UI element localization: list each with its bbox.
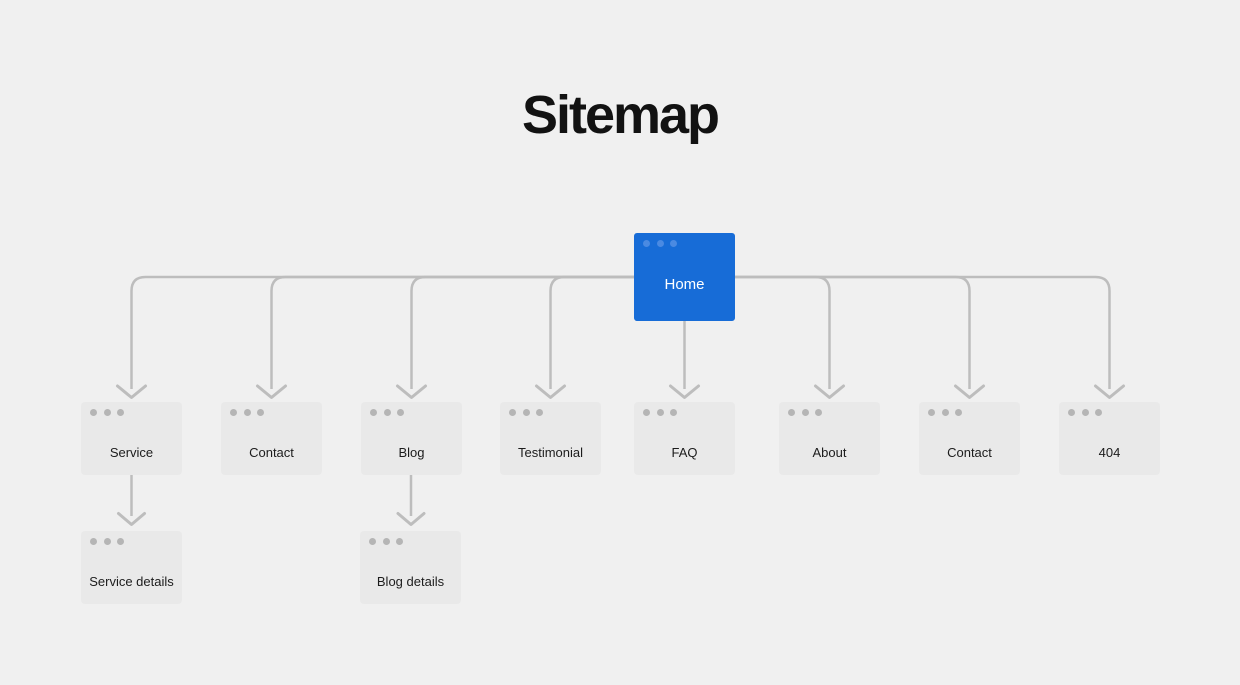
arrowhead-testimonial (535, 384, 566, 399)
node-label: 404 (1098, 445, 1121, 460)
arrowhead-blog-details (396, 512, 426, 526)
arrowhead-service (116, 384, 147, 399)
node-about[interactable]: About (779, 402, 880, 475)
connector-home-about (735, 275, 831, 389)
window-dots-icon (928, 409, 962, 416)
node-label: FAQ (671, 445, 698, 460)
connector-home-contact2 (735, 275, 971, 389)
node-faq[interactable]: FAQ (634, 402, 735, 475)
arrowhead-service-details (117, 512, 146, 526)
node-label: Home (664, 276, 705, 293)
page-title: Sitemap (521, 85, 720, 145)
node-contact[interactable]: Contact (221, 402, 322, 475)
node-label: Service details (89, 574, 174, 589)
node-contact-2[interactable]: Contact (919, 402, 1020, 475)
window-dots-icon (1068, 409, 1102, 416)
node-service-details[interactable]: Service details (81, 531, 182, 604)
arrowhead-blog (396, 384, 427, 399)
arrowhead-contact (256, 384, 287, 399)
window-dots-icon (509, 409, 543, 416)
node-home[interactable]: Home (634, 233, 735, 321)
connector-home-404 (735, 275, 1111, 389)
node-label: Contact (947, 445, 992, 460)
window-dots-icon (90, 538, 124, 545)
node-label: Testimonial (517, 445, 584, 460)
window-dots-icon (369, 538, 403, 545)
window-dots-icon (788, 409, 822, 416)
window-dots-icon (643, 240, 677, 247)
node-label: Contact (249, 445, 294, 460)
node-label: Blog details (376, 574, 445, 589)
arrowhead-404 (1094, 384, 1125, 399)
window-dots-icon (370, 409, 404, 416)
arrowhead-contact2 (954, 384, 985, 399)
node-testimonial[interactable]: Testimonial (500, 402, 601, 475)
node-label: Service (109, 445, 154, 460)
window-dots-icon (643, 409, 677, 416)
node-service[interactable]: Service (81, 402, 182, 475)
node-blog-details[interactable]: Blog details (360, 531, 461, 604)
connector-home-contact (270, 275, 634, 389)
node-blog[interactable]: Blog (361, 402, 462, 475)
window-dots-icon (90, 409, 124, 416)
node-label: Blog (398, 445, 425, 460)
connector-home-service (130, 275, 634, 389)
arrowhead-about (814, 384, 845, 399)
window-dots-icon (230, 409, 264, 416)
node-label: About (812, 445, 847, 460)
arrowhead-faq (669, 384, 700, 399)
node-404[interactable]: 404 (1059, 402, 1160, 475)
connector-home-blog (410, 275, 634, 389)
connector-home-testimonial (549, 275, 634, 389)
